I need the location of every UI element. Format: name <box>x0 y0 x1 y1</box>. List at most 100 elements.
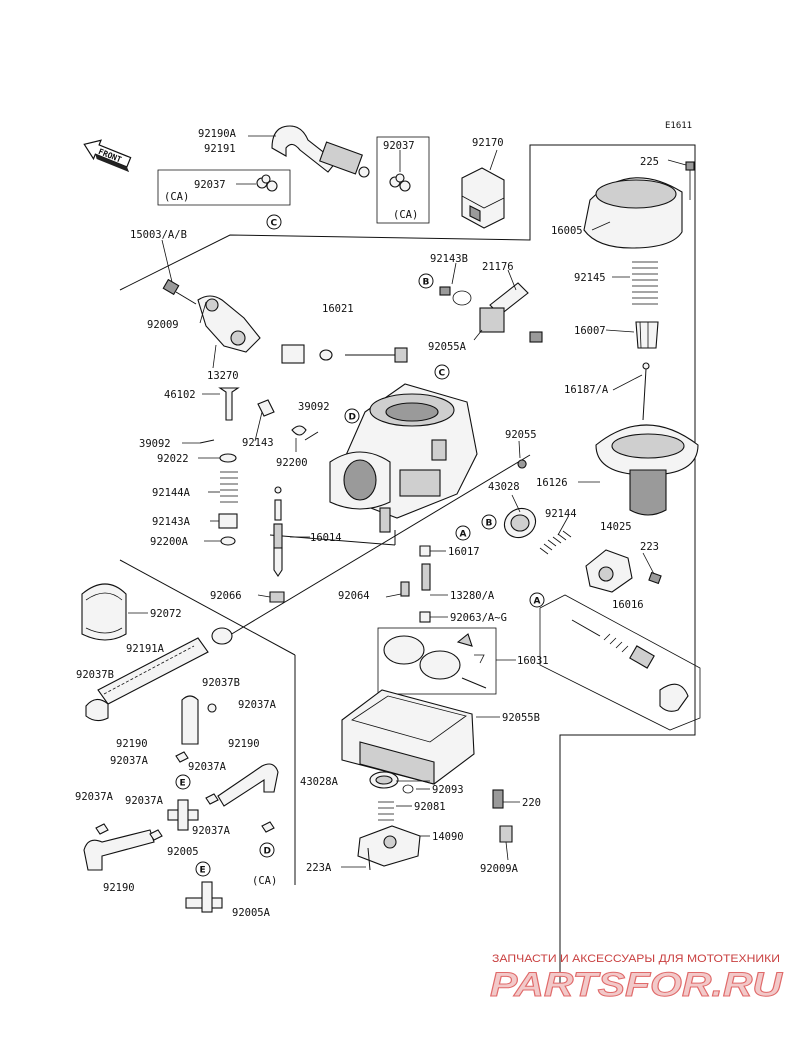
washer-16017 <box>419 545 431 557</box>
ref-d-body: D <box>344 408 360 424</box>
screw-92009a <box>499 825 513 843</box>
oring-92063 <box>419 611 431 623</box>
label-92037a-4: 92037A <box>125 795 164 807</box>
pilot-screw-16021 <box>281 344 408 364</box>
label-92143b: 92143B <box>430 253 468 265</box>
choke-21176 <box>439 282 543 343</box>
spring-92081 <box>378 801 394 821</box>
svg-text:D: D <box>349 413 356 423</box>
diaphragm-16126 <box>595 424 699 516</box>
jet-92143 <box>257 399 275 417</box>
watermark-brand: PARTSFOR.RU <box>490 966 784 1004</box>
label-92144: 92144 <box>545 508 577 520</box>
clip-box-92037 <box>376 136 430 224</box>
pump-16016 <box>571 619 689 712</box>
label-92009a: 92009A <box>480 863 519 875</box>
label-223a: 223A <box>306 862 332 874</box>
screw-223 <box>648 571 662 585</box>
label-92143: 92143 <box>242 437 274 449</box>
diaphragm-43028 <box>503 507 537 539</box>
label-13270: 13270 <box>207 370 239 382</box>
hose-92190-right <box>217 763 279 807</box>
label-92190-right: 92190 <box>228 738 260 750</box>
label-92066: 92066 <box>210 590 242 602</box>
label-92037-box: 92037 <box>383 140 415 152</box>
part-labels: 92190A 92191 92037 (CA) 92170 225 (CA) 9… <box>75 128 659 919</box>
label-92200: 92200 <box>276 457 308 469</box>
label-92072: 92072 <box>150 608 182 620</box>
spring-92144 <box>539 530 572 555</box>
ref-d-bottom: D <box>259 842 275 858</box>
label-92143a: 92143A <box>152 516 191 528</box>
needle-16187 <box>642 362 650 421</box>
label-225: 225 <box>640 156 659 168</box>
label-92190a: 92190A <box>198 128 237 140</box>
tee-92005a <box>185 881 223 913</box>
label-21176: 21176 <box>482 261 514 273</box>
svg-text:A: A <box>534 597 541 607</box>
screw-39092-a <box>199 439 215 444</box>
label-92064: 92064 <box>338 590 370 602</box>
label-39092-b: 39092 <box>298 401 330 413</box>
label-223: 223 <box>640 541 659 553</box>
label-14025: 14025 <box>600 521 632 533</box>
hose-92190-left <box>181 695 217 745</box>
svg-text:C: C <box>439 369 446 379</box>
label-16016: 16016 <box>612 599 644 611</box>
cover-14025 <box>585 549 633 593</box>
ref-markers: C B C D A B A E D E <box>175 214 545 877</box>
label-92191a: 92191A <box>126 643 165 655</box>
label-92009: 92009 <box>147 319 179 331</box>
svg-text:E: E <box>180 779 186 789</box>
label-92145: 92145 <box>574 272 606 284</box>
label-220: 220 <box>522 797 541 809</box>
clip-92037a-3 <box>205 793 219 805</box>
label-92037b-left: 92037B <box>76 669 114 681</box>
label-92190-bottom: 92190 <box>103 882 135 894</box>
label-92081: 92081 <box>414 801 446 813</box>
carburetor-body <box>329 383 478 533</box>
svg-text:A: A <box>460 530 467 540</box>
label-92055: 92055 <box>505 429 537 441</box>
label-92144a: 92144A <box>152 487 191 499</box>
clip-92037 <box>389 173 411 192</box>
label-92037-ca: 92037 <box>194 179 226 191</box>
label-92037a-5: 92037A <box>192 825 231 837</box>
holder-92170 <box>461 167 505 229</box>
washer-92022 <box>219 453 237 463</box>
label-92055b: 92055B <box>502 712 540 724</box>
label-92170: 92170 <box>472 137 504 149</box>
label-92037a-3: 92037A <box>75 791 114 803</box>
float-bowl <box>341 689 475 785</box>
jet-92064 <box>400 581 410 597</box>
label-16187: 16187/A <box>564 384 609 396</box>
pump-box-16016 <box>539 594 701 731</box>
ref-c-top: C <box>266 214 282 230</box>
label-15003: 15003/A/B <box>130 229 187 241</box>
label-92190-left: 92190 <box>116 738 148 750</box>
retainer-16007 <box>635 321 659 349</box>
ref-b-choke: B <box>418 273 434 289</box>
clip-92037a-4 <box>149 829 163 841</box>
oring-92200a <box>220 536 236 546</box>
label-16031: 16031 <box>517 655 549 667</box>
label-46102: 46102 <box>164 389 196 401</box>
label-92063: 92063/A~G <box>450 612 507 624</box>
ref-c-body: C <box>434 364 450 380</box>
hose-92191a <box>97 627 233 705</box>
label-ca-bottom: (CA) <box>252 875 277 887</box>
label-92037a-right: 92037A <box>238 699 277 711</box>
clip-92037-ca <box>256 174 278 192</box>
label-92005: 92005 <box>167 846 199 858</box>
cover-14090 <box>357 825 421 867</box>
watermark: ЗАПЧАСТИ И АКСЕССУАРЫ ДЛЯ МОТОТЕХНИКИ PA… <box>490 953 785 1005</box>
screw-39092-b <box>304 431 319 441</box>
label-92200a: 92200A <box>150 536 189 548</box>
float-box-16031 <box>377 627 497 695</box>
label-92191: 92191 <box>204 143 236 155</box>
hose-92190a <box>271 125 370 178</box>
svg-text:B: B <box>423 278 430 288</box>
ref-e-2: E <box>195 861 211 877</box>
clip-92037b-l <box>85 698 109 722</box>
